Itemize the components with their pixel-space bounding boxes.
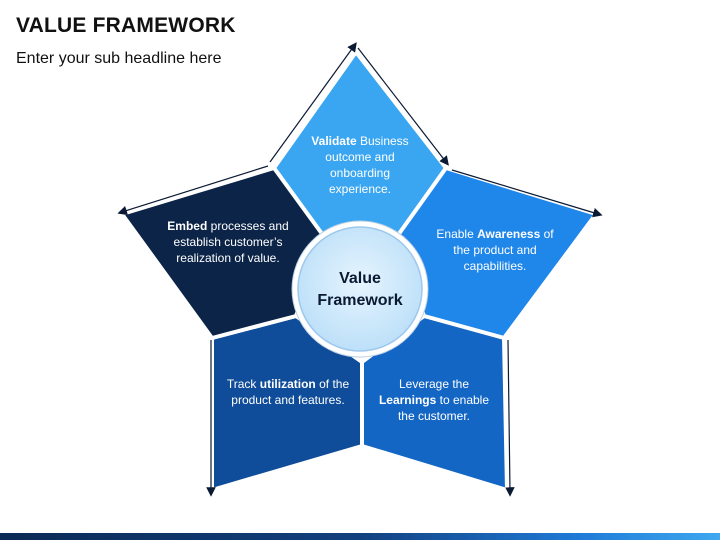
center-label: Value Framework [296,268,424,312]
segment-bold-utilization: utilization [259,377,316,391]
segment-pre-awareness: Enable [436,227,478,241]
segment-post-awareness: of the product and capabilities. [453,227,554,273]
center-circle [297,226,423,352]
segment-bold-embed: Embed [167,219,208,233]
arrow-right [451,169,603,218]
segment-text-embed: Embed processes and establish customer’s… [158,218,298,266]
center-label-line2: Framework [317,292,403,309]
center-label-line1: Value [339,270,381,287]
segment-bold-learnings: Learnings [378,393,437,407]
segment-text-validate: Validate Business outcome and onboarding… [300,133,420,197]
segment-post-embed: processes and establish customer’s reali… [173,219,289,265]
page-title: VALUE FRAMEWORK [16,14,236,37]
arrow-bottom-right [505,339,515,497]
segment-text-awareness: Enable Awareness of the product and capa… [428,226,562,274]
segment-text-learnings: Leverage the Learnings to enable the cus… [370,376,498,424]
segment-post-learnings: to enable the customer. [397,393,490,423]
footer-accent-bar [0,533,720,540]
segment-pre-learnings: Leverage the [398,377,470,391]
arrow-left [117,165,269,216]
segment-post-utilization: of the product and features. [231,377,350,407]
segment-bold-awareness: Awareness [477,227,541,241]
page-subtitle: Enter your sub headline here [16,50,222,67]
segment-post-validate: Business outcome and onboarding experien… [325,134,409,196]
segment-pre-utilization: Track [226,377,260,391]
arrow-top-left [269,42,357,163]
arrow-top-right [357,47,449,166]
segment-bold-validate: Validate [311,134,357,148]
segment-embed [118,165,328,341]
segment-text-utilization: Track utilization of the product and fea… [220,376,356,408]
